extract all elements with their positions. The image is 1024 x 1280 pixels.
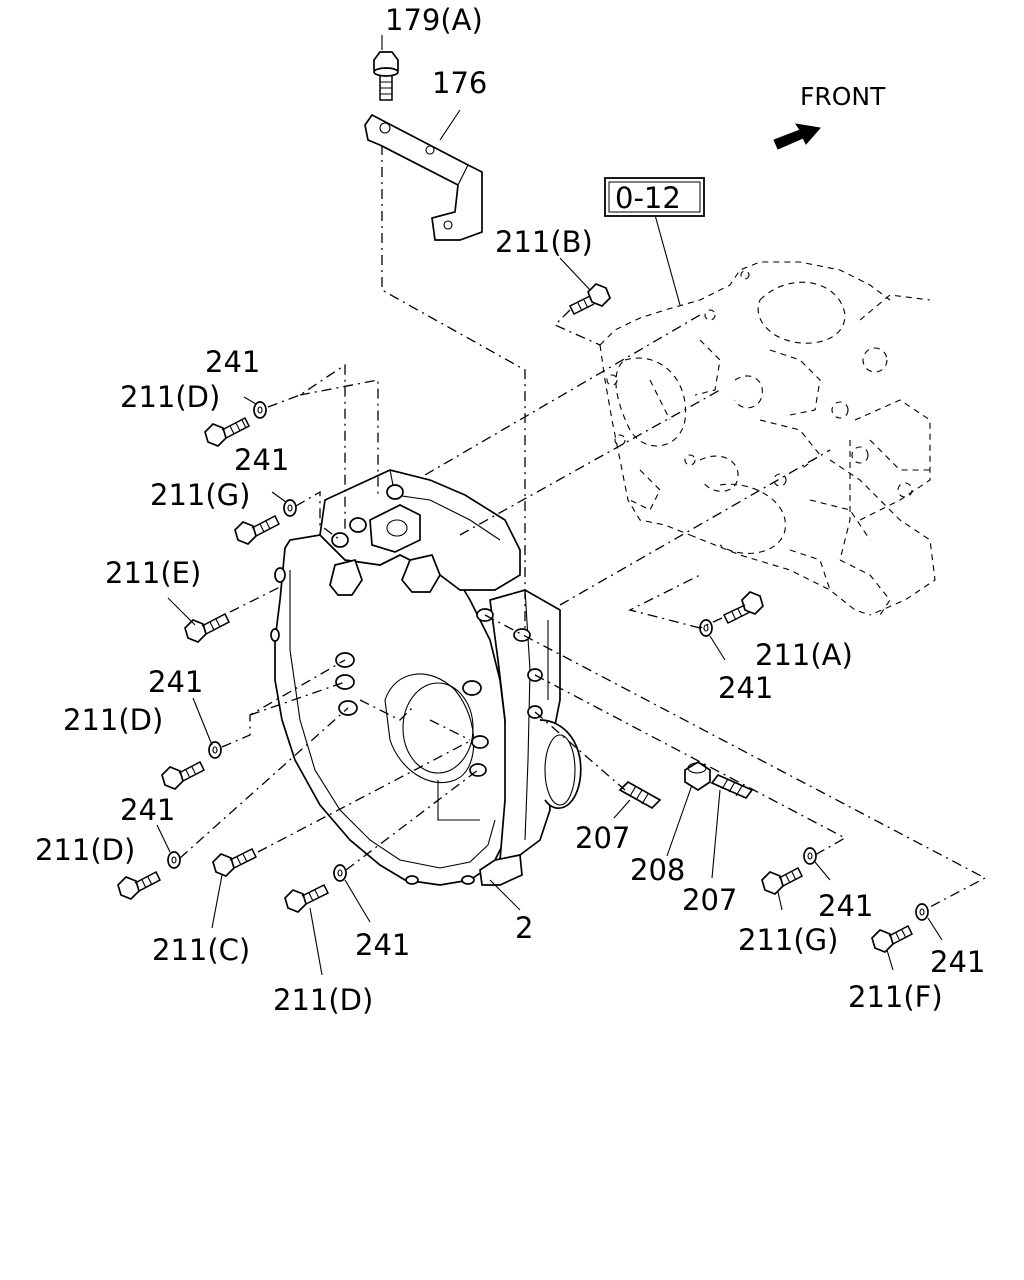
part-label: 211(C)	[152, 933, 250, 967]
part-label: 208	[630, 853, 685, 887]
part-label: 211(D)	[35, 833, 135, 867]
part-label: 211(D)	[273, 983, 373, 1017]
reference-box: 0-12	[604, 177, 705, 217]
leader-lines	[156, 35, 943, 976]
bolt-179a	[373, 51, 399, 101]
part-label: 211(G)	[738, 923, 838, 957]
front-arrow-icon	[773, 123, 821, 150]
part-label: 207	[575, 821, 630, 855]
bolt-211d-2	[161, 760, 205, 790]
front-label: FRONT	[800, 82, 886, 111]
bolt-211d-3	[117, 870, 161, 900]
engine-block	[599, 261, 936, 616]
part-label: 211(B)	[495, 225, 593, 259]
washers-241	[167, 401, 929, 921]
bolt-211c	[212, 847, 258, 877]
part-label: 211(A)	[755, 638, 853, 672]
part-labels: 179(A) 176 211(B) 241 211(D) 241 211(G) …	[35, 3, 985, 1017]
bolt-211g-2	[761, 866, 803, 895]
bolt-211g-1	[234, 514, 281, 545]
stud-207-right	[710, 773, 754, 800]
part-label: 211(E)	[105, 556, 201, 590]
stud-207-left	[618, 780, 662, 810]
flywheel-housing	[270, 469, 582, 886]
part-label: 241	[355, 928, 410, 962]
part-label: 179(A)	[385, 3, 483, 37]
part-label: 211(G)	[150, 478, 250, 512]
part-label: 211(D)	[63, 703, 163, 737]
bolt-211d-1	[204, 416, 251, 447]
part-label: 241	[818, 889, 873, 923]
part-label: 241	[930, 945, 985, 979]
part-label: 176	[432, 66, 487, 100]
part-label: 241	[120, 793, 175, 827]
bolt-211d-4	[284, 883, 330, 913]
bolt-211e	[184, 612, 231, 643]
bracket-176	[364, 113, 483, 241]
part-label: 2	[515, 911, 533, 945]
part-label: 241	[205, 345, 260, 379]
part-label: 241	[234, 443, 289, 477]
reference-box-label: 0-12	[615, 181, 681, 215]
bolt-211a	[722, 591, 764, 625]
bolt-211b	[568, 283, 611, 316]
bolt-211f	[871, 924, 913, 953]
part-label: 211(D)	[120, 380, 220, 414]
part-label: 211(F)	[848, 980, 943, 1014]
nut-208	[684, 760, 711, 792]
part-label: 241	[148, 665, 203, 699]
part-label: 241	[718, 671, 773, 705]
part-label: 207	[682, 883, 737, 917]
assembly-lines	[179, 145, 987, 909]
